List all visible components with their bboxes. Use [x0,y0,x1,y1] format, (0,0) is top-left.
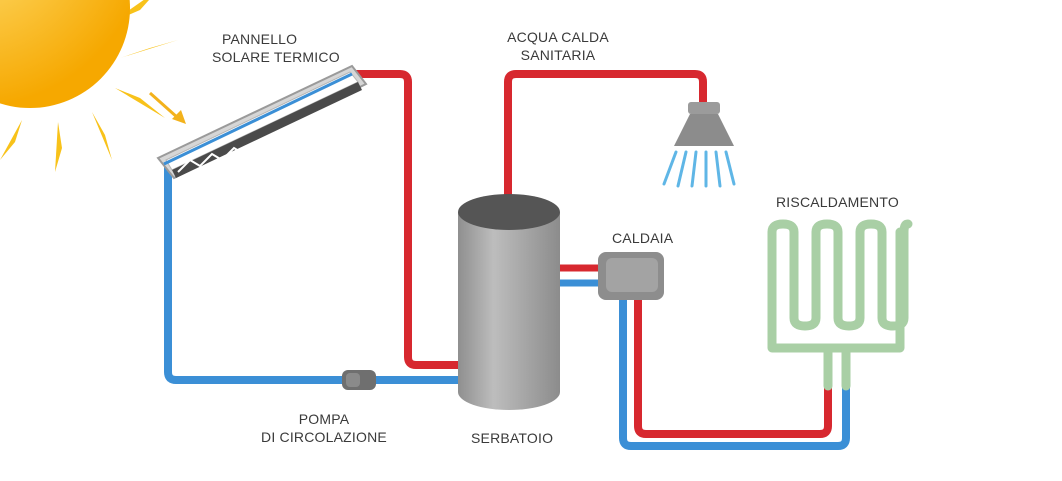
pump-icon [342,370,376,390]
solar-panel-label-line1: PANNELLO [222,31,298,47]
hot-water-label-line2: SANITARIA [520,47,596,63]
hot-water-pipe [504,70,707,205]
boiler-label: CALDAIA [612,230,674,246]
pump-label-line1: POMPA [298,411,350,427]
pump-label-line2: DI CIRCOLAZIONE [261,429,387,445]
solar-loop-pipes [164,70,466,384]
boiler-icon [598,252,664,300]
tank-label: SERBATOIO [471,430,554,446]
tank-icon [458,194,560,410]
heating-label: RISCALDAMENTO [776,194,899,210]
hot-water-label-line1: ACQUA CALDA [507,29,609,45]
pump-label: POMPA DI CIRCOLAZIONE [244,410,404,446]
hot-water-label: ACQUA CALDA SANITARIA [498,28,618,64]
solar-panel-label: PANNELLO SOLARE TERMICO [212,30,340,66]
heating-loop-pipes [619,300,850,450]
shower-head-icon [662,102,736,188]
sun-icon [0,0,186,172]
radiator-icon [767,219,913,391]
solar-panel-icon [156,64,368,180]
solar-panel-label-line2: SOLARE TERMICO [212,49,340,65]
